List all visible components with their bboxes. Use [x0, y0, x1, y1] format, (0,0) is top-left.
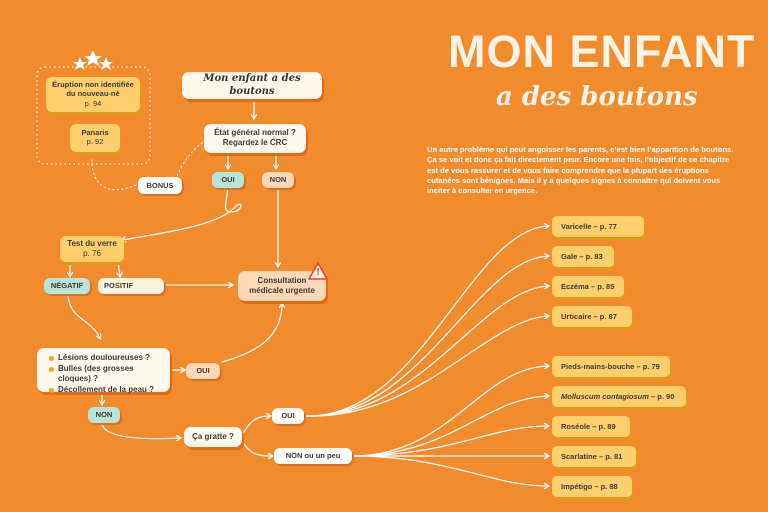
link-oui-test — [122, 187, 242, 240]
result-name: Impétigo — [561, 482, 593, 491]
etat-general-node: État général normal ? Regardez le CRC — [204, 124, 306, 153]
start-label: Mon enfant a des boutons — [203, 73, 301, 97]
answer-oui-etat: OUI — [212, 172, 244, 188]
link-oui2-consultation — [221, 304, 282, 363]
link-itchy-3 — [304, 286, 548, 417]
lesions-question-node: Lésions douloureuses ? Bulles (des gross… — [37, 348, 170, 395]
bonus-item-panaris: Panaris p. 92 — [70, 124, 120, 152]
result-page: – p. 79 — [636, 362, 660, 371]
link-non2-gratte — [101, 423, 180, 439]
etat-general-line2: Regardez le CRC — [222, 138, 288, 147]
link-notitchy-3 — [351, 426, 548, 457]
link-gratte-non3 — [243, 443, 272, 456]
link-bonus-etat-dotted — [175, 139, 207, 181]
answer-oui-gratte: OUI — [272, 408, 304, 424]
result-name: Molluscum contagiosum — [561, 392, 649, 401]
answer-non-ou-un-peu-label: NON ou un peu — [285, 451, 341, 461]
ca-gratte-label: Ça gratte ? — [192, 432, 234, 441]
link-bonus-dotted — [91, 159, 137, 191]
result-pieds-mains-bouche: Pieds-mains-bouche – p. 79 — [552, 356, 670, 377]
answer-negatif-label: NÉGATIF — [50, 281, 84, 291]
result-page: – p. 83 — [579, 252, 603, 261]
link-test-positif — [118, 261, 120, 276]
answer-non-etat: NON — [262, 172, 294, 188]
consultation-line2: médicale urgente — [249, 286, 315, 295]
answer-non-etat-label: NON — [269, 175, 287, 185]
result-name: Scarlatine — [561, 452, 597, 461]
lesions-question-item: Lésions douloureuses ? — [47, 353, 164, 363]
result-gale: Gale – p. 83 — [552, 246, 614, 267]
result-name: Urticaire — [561, 312, 592, 321]
result-page: – p. 90 — [651, 392, 675, 401]
link-notitchy-2 — [351, 396, 548, 457]
answer-negatif: NÉGATIF — [44, 278, 90, 294]
link-notitchy-1 — [351, 366, 548, 457]
page-title: MON ENFANT — [448, 26, 756, 77]
result-page: – p. 87 — [593, 312, 617, 321]
result-name: Varicelle — [561, 222, 592, 231]
result-name: Roséole — [561, 422, 591, 431]
bonus-item-eruption: Éruption non identifiée du nouveau-né p.… — [46, 77, 140, 112]
page-subtitle: a des boutons — [496, 82, 698, 112]
result-page: – p. 77 — [593, 222, 617, 231]
consultation-line1: Consultation — [257, 276, 307, 285]
answer-positif-label: POSITIF — [104, 281, 134, 291]
warning-glyph: ! — [316, 267, 320, 278]
result-name: Gale — [561, 252, 578, 261]
result-eczema: Eczéma – p. 85 — [552, 276, 624, 297]
result-name: Eczéma — [561, 282, 589, 291]
test-du-verre-line1: Test du verre — [67, 239, 117, 248]
answer-non-lesions-label: NON — [95, 410, 113, 420]
result-page: – p. 85 — [591, 282, 615, 291]
link-itchy-4 — [304, 316, 548, 417]
result-urticaire: Urticaire – p. 87 — [552, 306, 632, 327]
stars-icon — [73, 50, 113, 70]
link-gratte-oui3 — [243, 416, 270, 433]
result-roseole: Roséole – p. 89 — [552, 416, 630, 437]
warning-icon — [308, 262, 328, 280]
answer-non-ou-un-peu: NON ou un peu — [274, 448, 352, 464]
answer-non-lesions: NON — [88, 407, 120, 423]
bonus-item-eruption-line1: Éruption non identifiée — [52, 80, 134, 89]
lesions-question-item: Décollement de la peau ? — [47, 385, 164, 395]
start-node: Mon enfant a des boutons — [182, 72, 322, 99]
test-du-verre-line2: p. 76 — [83, 249, 101, 258]
link-itchy-2 — [304, 256, 548, 417]
test-du-verre-node: Test du verre p. 76 — [60, 236, 124, 262]
etat-general-line1: État général normal ? — [214, 128, 296, 137]
bonus-item-eruption-line2: du nouveau-né — [66, 89, 120, 99]
bonus-item-panaris-line1: Panaris — [81, 128, 109, 137]
link-itchy-1 — [304, 226, 548, 417]
link-notitchy-5 — [351, 455, 548, 486]
bonus-item-panaris-page: p. 92 — [86, 137, 104, 147]
answer-positif: POSITIF — [98, 278, 164, 294]
result-molluscum: Molluscum contagiosum – p. 90 — [552, 386, 686, 407]
result-name: Pieds-mains-bouche — [561, 362, 635, 371]
bonus-tag-label: BONUS — [146, 180, 174, 190]
result-page: – p. 88 — [594, 482, 618, 491]
intro-paragraph: Un autre problème qui peut angoisser les… — [427, 145, 734, 196]
answer-oui-lesions: OUI — [186, 363, 220, 379]
link-negatif-lesions — [67, 294, 100, 338]
result-varicelle: Varicelle – p. 77 — [552, 216, 644, 237]
answer-oui-lesions-label: OUI — [196, 366, 210, 376]
result-scarlatine: Scarlatine – p. 81 — [552, 446, 636, 467]
result-page: – p. 81 — [598, 452, 623, 461]
answer-oui-gratte-label: OUI — [281, 411, 295, 421]
ca-gratte-node: Ça gratte ? — [184, 427, 242, 447]
lesions-question-list: Lésions douloureuses ? Bulles (des gross… — [47, 353, 164, 395]
answer-oui-etat-label: OUI — [221, 175, 235, 185]
lesions-question-item: Bulles (des grosses cloques) ? — [47, 364, 164, 384]
bonus-tag: BONUS — [138, 177, 182, 194]
result-page: – p. 89 — [592, 422, 616, 431]
bonus-item-eruption-page: p. 94 — [84, 98, 102, 108]
result-impetigo: Impétigo – p. 88 — [552, 476, 632, 497]
